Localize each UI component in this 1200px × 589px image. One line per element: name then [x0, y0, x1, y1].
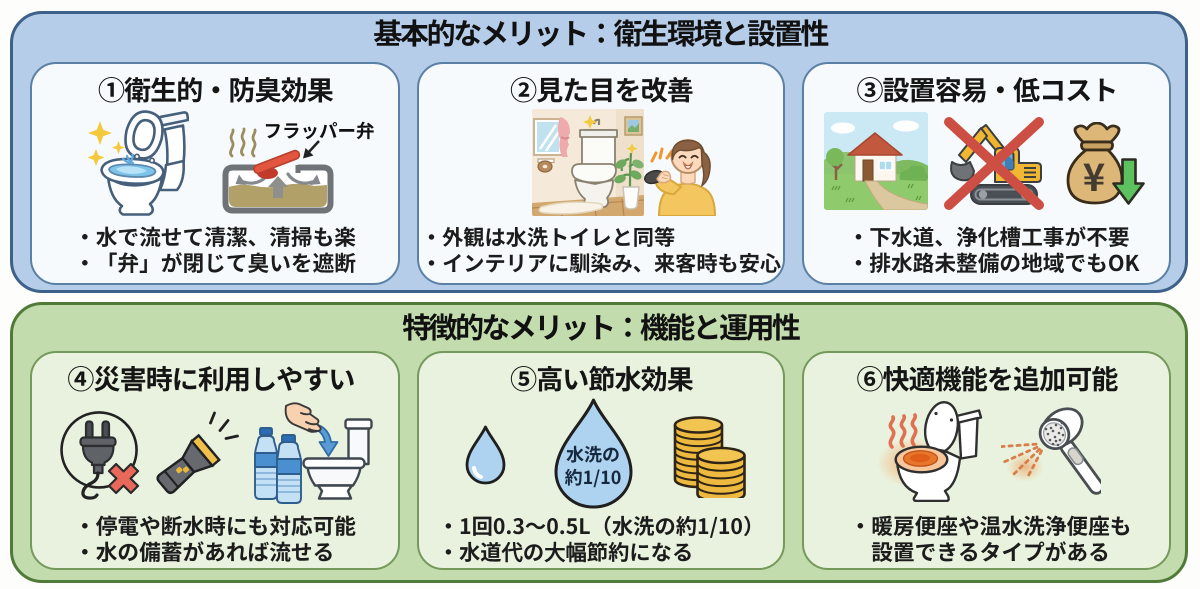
svg-text:約1/10: 約1/10	[565, 464, 622, 490]
svg-text:¥: ¥	[1083, 147, 1105, 202]
svg-text:水洗の: 水洗の	[566, 441, 620, 467]
svg-text:フラッパー弁: フラッパー弁	[263, 118, 374, 144]
